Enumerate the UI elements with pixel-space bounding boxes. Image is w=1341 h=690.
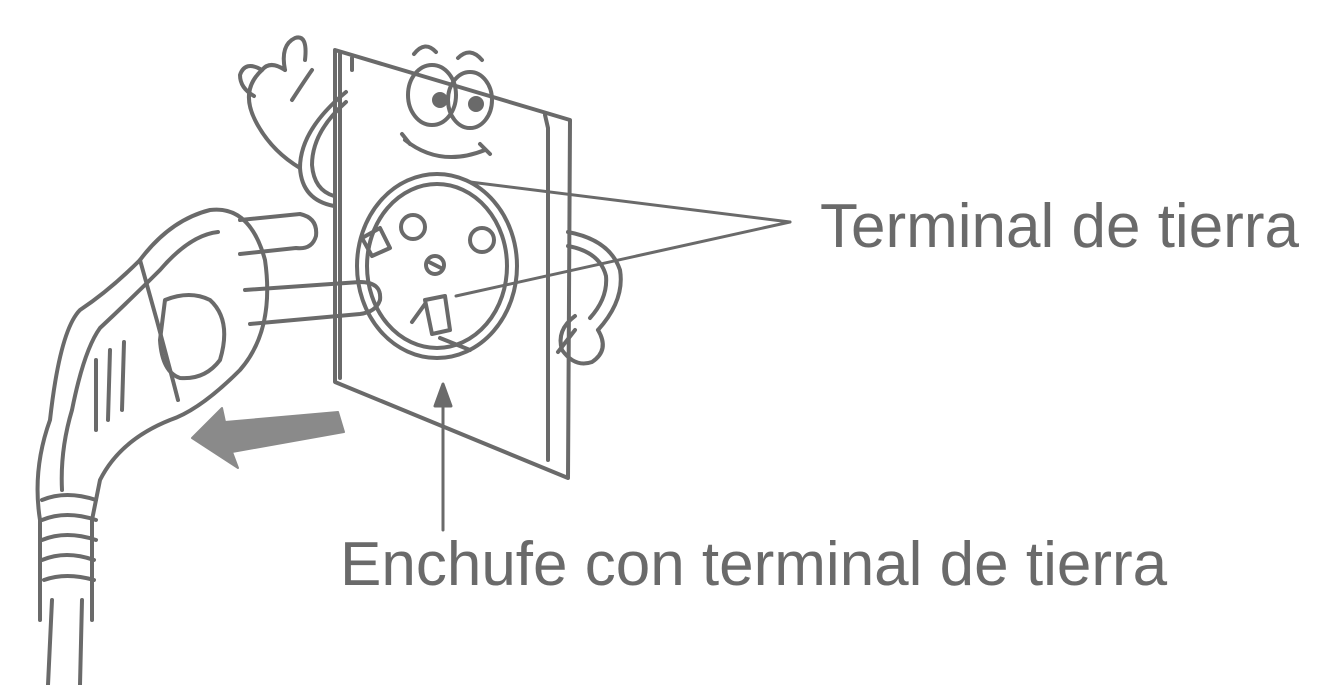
ground-terminal-callout-lines (454, 180, 792, 298)
grounded-socket-label: Enchufe con terminal de tierra (340, 530, 1168, 599)
wall-socket-character-icon (238, 35, 623, 480)
socket-pointer-arrow (433, 382, 453, 532)
ground-terminal-label: Terminal de tierra (820, 192, 1299, 261)
grounded-plug-icon (35, 207, 383, 687)
pull-direction-arrow-icon (191, 407, 345, 469)
